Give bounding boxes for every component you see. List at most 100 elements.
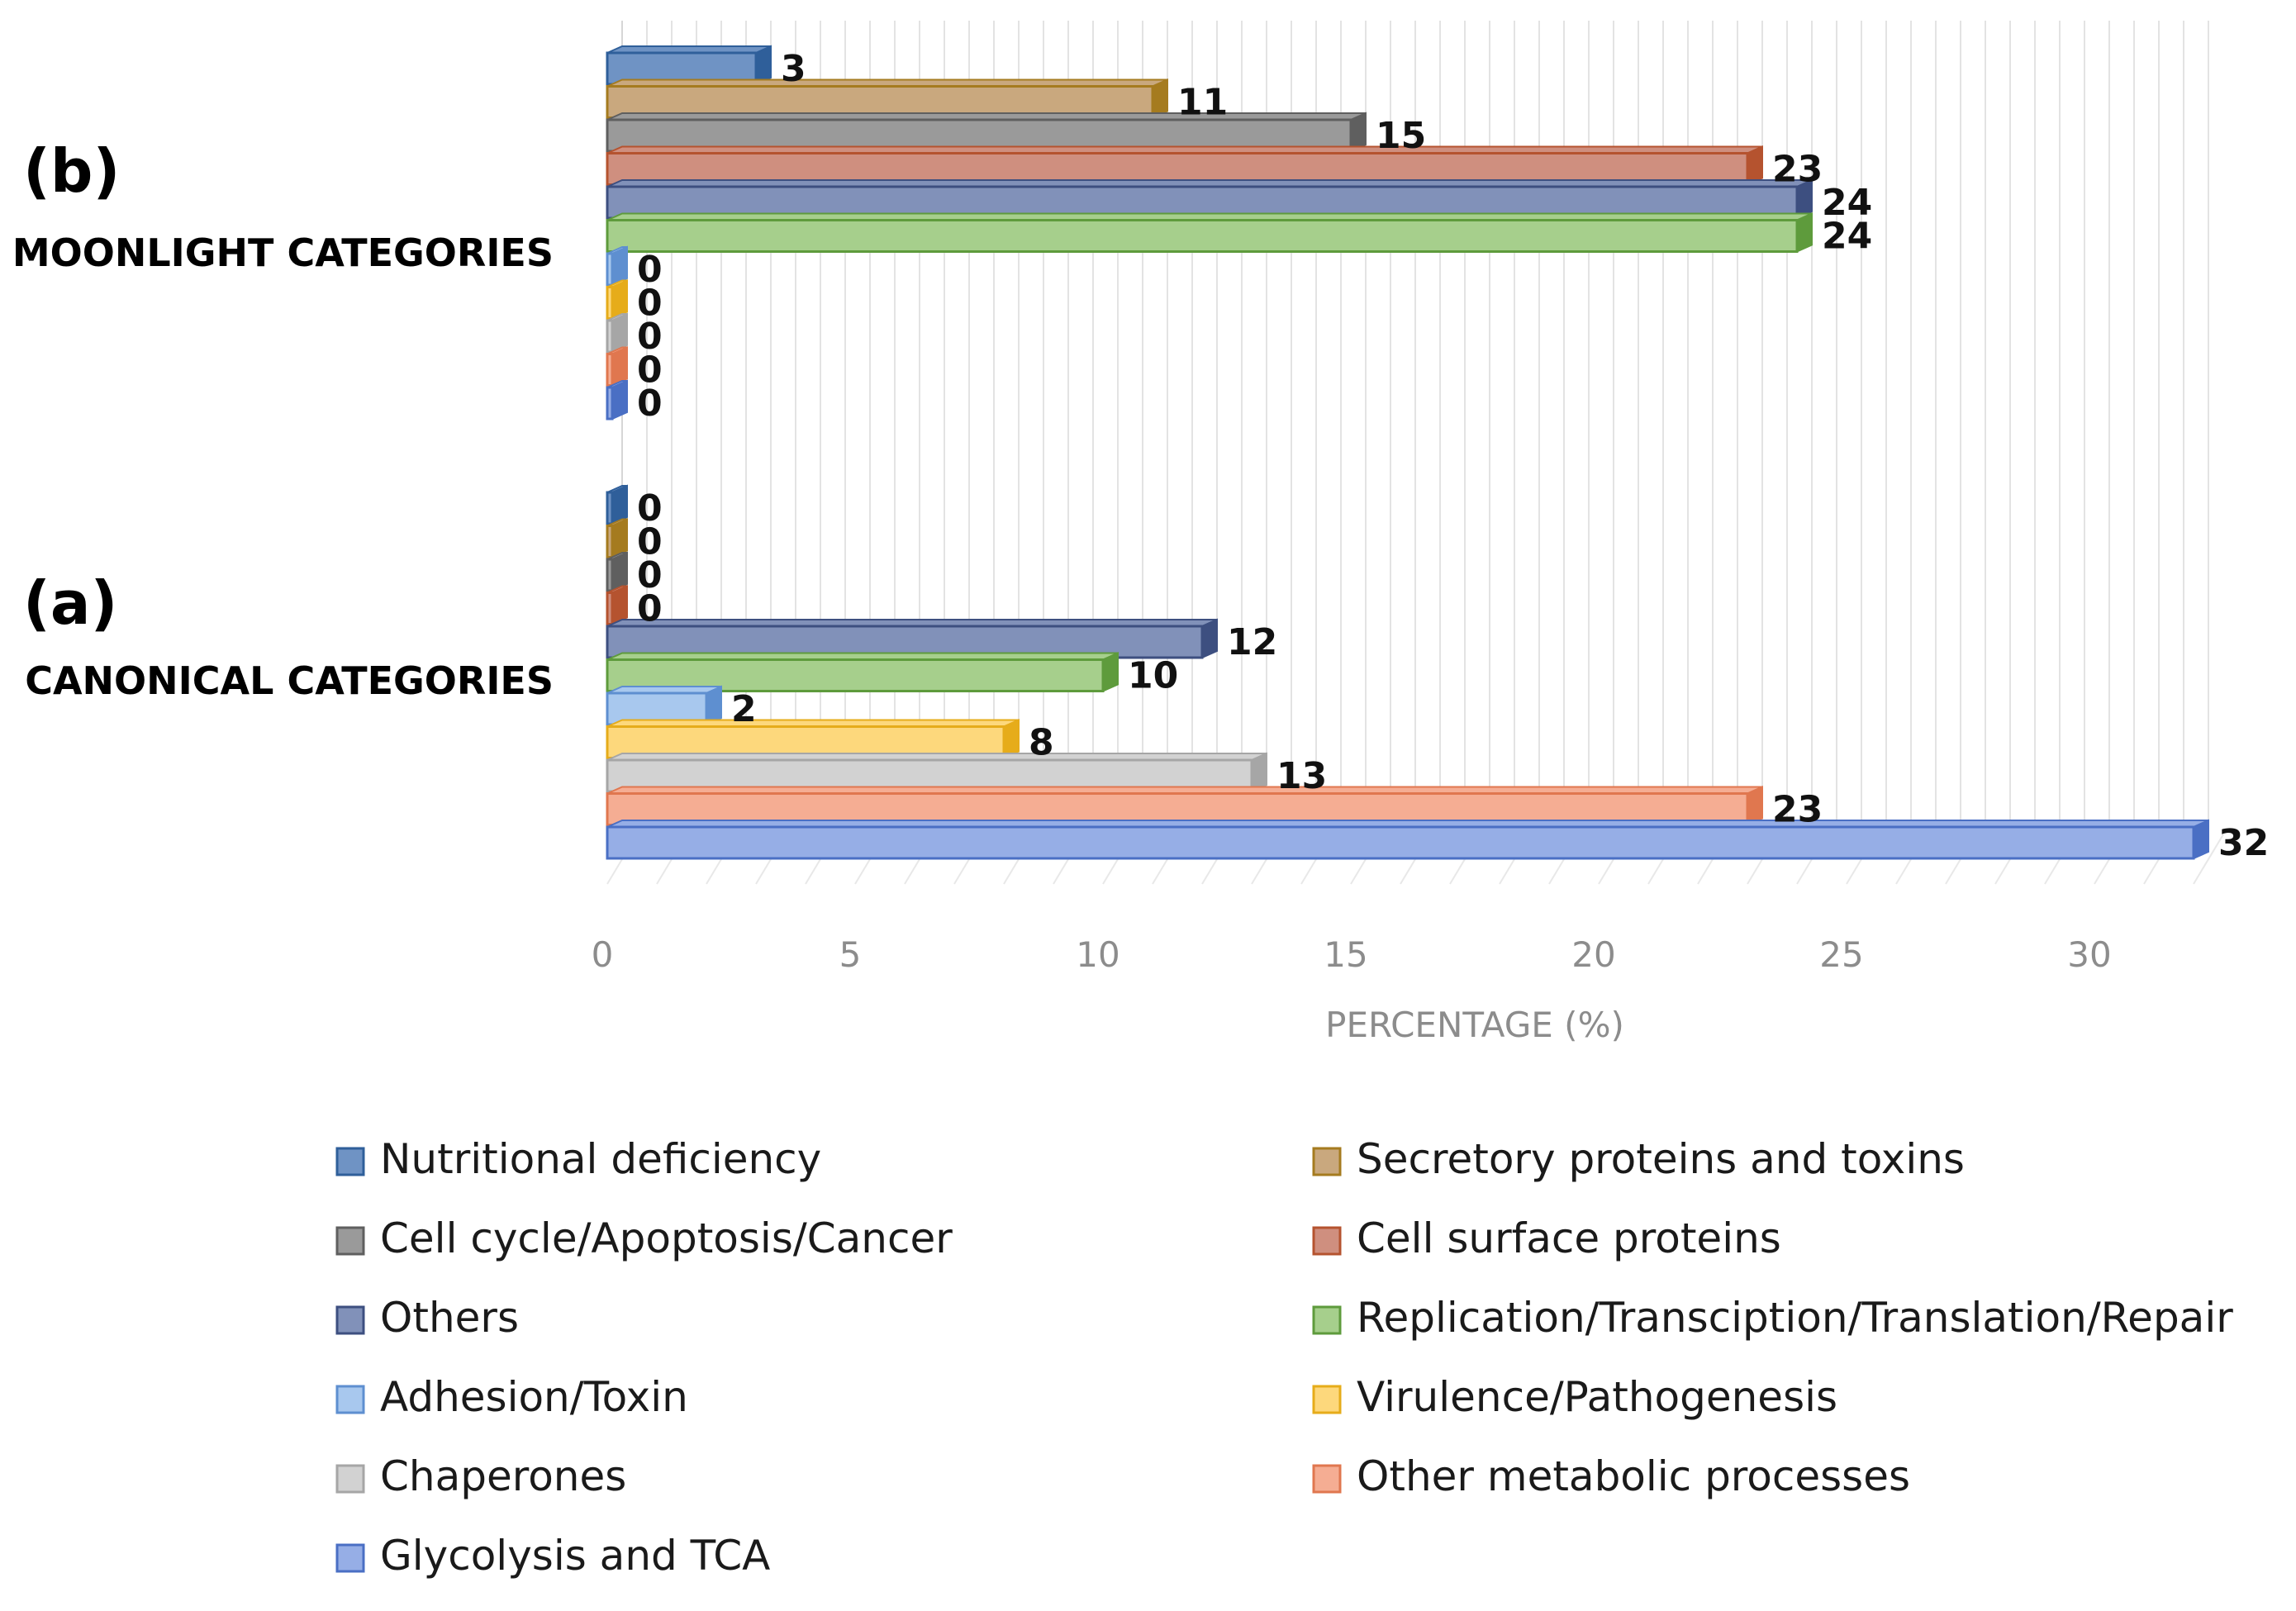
bar-front-face [606, 386, 614, 421]
data-label: 0 [637, 349, 663, 392]
legend-swatch [1312, 1226, 1342, 1256]
bar-secretory-proteins-and-toxins [606, 517, 628, 559]
legend-label: Other metabolic processes [1357, 1452, 1910, 1500]
legend-swatch [335, 1305, 365, 1335]
bar-side-face [611, 278, 628, 321]
legend-swatch [335, 1385, 365, 1414]
bar-front-face [606, 219, 1799, 253]
legend-item-cell-cycle-apoptosis-cancer: Cell cycle/Apoptosis/Cancer [335, 1214, 953, 1262]
data-label: 0 [637, 588, 663, 630]
bar-side-face [1102, 651, 1119, 693]
category-labels: (b) MOONLIGHT CATEGORIES (a) CANONICAL CATE… [12, 136, 554, 703]
data-label: 0 [637, 316, 663, 358]
bar-side-face [755, 45, 772, 86]
bar-adhesion-toxin [606, 245, 628, 287]
data-label: 0 [637, 249, 663, 291]
x-tick-label: 0 [592, 934, 614, 975]
bar-front-face [606, 353, 614, 387]
bar-nutritional-deficiency [606, 45, 772, 86]
data-label: 8 [1029, 722, 1054, 764]
bar-cell-surface-proteins [606, 584, 628, 626]
bar-side-face [611, 312, 628, 354]
bar-side-face [2193, 819, 2209, 860]
bar-side-face [1003, 718, 1020, 760]
x-tick-label: 25 [1819, 934, 1863, 975]
category-name: MOONLIGHT CATEGORIES [12, 230, 554, 275]
data-label: 13 [1276, 755, 1327, 797]
bar-front-face [606, 319, 614, 354]
legend-item-secretory-proteins-and-toxins: Secretory proteins and toxins [1312, 1135, 1965, 1183]
bar-side-face [1152, 78, 1168, 120]
data-label: 0 [637, 487, 663, 530]
bar-cell-surface-proteins [606, 145, 1763, 187]
legend-item-chaperones: Chaperones [335, 1452, 626, 1500]
bar-virulence-pathogenesis [606, 278, 628, 321]
bar-side-face [611, 551, 628, 592]
data-label: 0 [637, 554, 663, 596]
bar-chaperones [606, 752, 1267, 793]
bar-adhesion-toxin [606, 685, 722, 726]
data-label: 0 [637, 521, 663, 563]
x-tick-label: 5 [839, 934, 862, 975]
data-label: 24 [1822, 216, 1872, 258]
x-tick-label: 10 [1076, 934, 1119, 975]
legend-swatch [1312, 1147, 1342, 1176]
bar-front-face [606, 825, 2195, 860]
bar-side-face [1201, 618, 1218, 659]
bar-virulence-pathogenesis [606, 718, 1020, 760]
bar-front-face [606, 525, 614, 558]
bar-side-face [611, 517, 628, 559]
bar-side-face [706, 685, 722, 726]
data-label: 0 [637, 283, 663, 325]
bar-front-face [606, 286, 614, 320]
legend-label: Secretory proteins and toxins [1357, 1135, 1965, 1183]
bar-side-face [1747, 145, 1763, 187]
legend-item-nutritional-deficiency: Nutritional deficiency [335, 1135, 821, 1183]
legend-swatch [1312, 1385, 1342, 1414]
legend: Nutritional deficiency Secretory proteins… [335, 1135, 2233, 1580]
data-label: 24 [1822, 182, 1872, 224]
bar-others [606, 178, 1813, 220]
category-name: CANONICAL CATEGORIES [25, 658, 554, 703]
legend-label: Nutritional deficiency [380, 1135, 821, 1183]
bars [606, 45, 2209, 860]
legend-swatch [1312, 1464, 1342, 1494]
data-label: 2 [731, 688, 757, 730]
legend-swatch [335, 1147, 365, 1176]
legend-item-others: Others [335, 1294, 519, 1342]
legend-label: Others [380, 1294, 519, 1342]
bar-glycolysis-and-tca [606, 819, 2209, 860]
legend-label: Adhesion/Toxin [380, 1373, 688, 1421]
bar-secretory-proteins-and-toxins [606, 78, 1168, 120]
legend-label: Cell cycle/Apoptosis/Cancer [380, 1214, 953, 1262]
data-label: 12 [1227, 621, 1277, 663]
bar-side-face [611, 379, 628, 421]
legend-swatch [335, 1543, 365, 1573]
x-tick-label: 30 [2067, 934, 2111, 975]
category-letter: (b) [23, 136, 120, 206]
bar-other-metabolic-processes [606, 345, 628, 387]
legend-item-replication-transciption-translation-repair: Replication/Transciption/Translation/Rep… [1312, 1294, 2233, 1342]
bar-cell-cycle-apoptosis-cancer [606, 551, 628, 592]
data-label: 3 [781, 48, 806, 90]
bar-side-face [1350, 112, 1367, 153]
legend-item-cell-surface-proteins: Cell surface proteins [1312, 1214, 1781, 1262]
floor-gridline [2193, 834, 2224, 885]
bar-front-face [606, 558, 614, 592]
data-label: 23 [1772, 149, 1823, 191]
legend-item-other-metabolic-processes: Other metabolic processes [1312, 1452, 1910, 1500]
bar-front-face [606, 592, 614, 625]
bar-other-metabolic-processes [606, 785, 1763, 827]
data-label: 11 [1177, 82, 1228, 124]
category-letter: (a) [23, 568, 117, 638]
data-label: 32 [2218, 822, 2269, 864]
legend-label: Glycolysis and TCA [380, 1532, 770, 1580]
legend-item-adhesion-toxin: Adhesion/Toxin [335, 1373, 688, 1421]
legend-item-virulence-pathogenesis: Virulence/Pathogenesis [1312, 1373, 1837, 1421]
data-label: 15 [1376, 115, 1426, 157]
legend-label: Chaperones [380, 1452, 626, 1500]
bar-front-face [606, 252, 614, 287]
bar-cell-cycle-apoptosis-cancer [606, 112, 1367, 153]
bar-side-face [611, 584, 628, 626]
